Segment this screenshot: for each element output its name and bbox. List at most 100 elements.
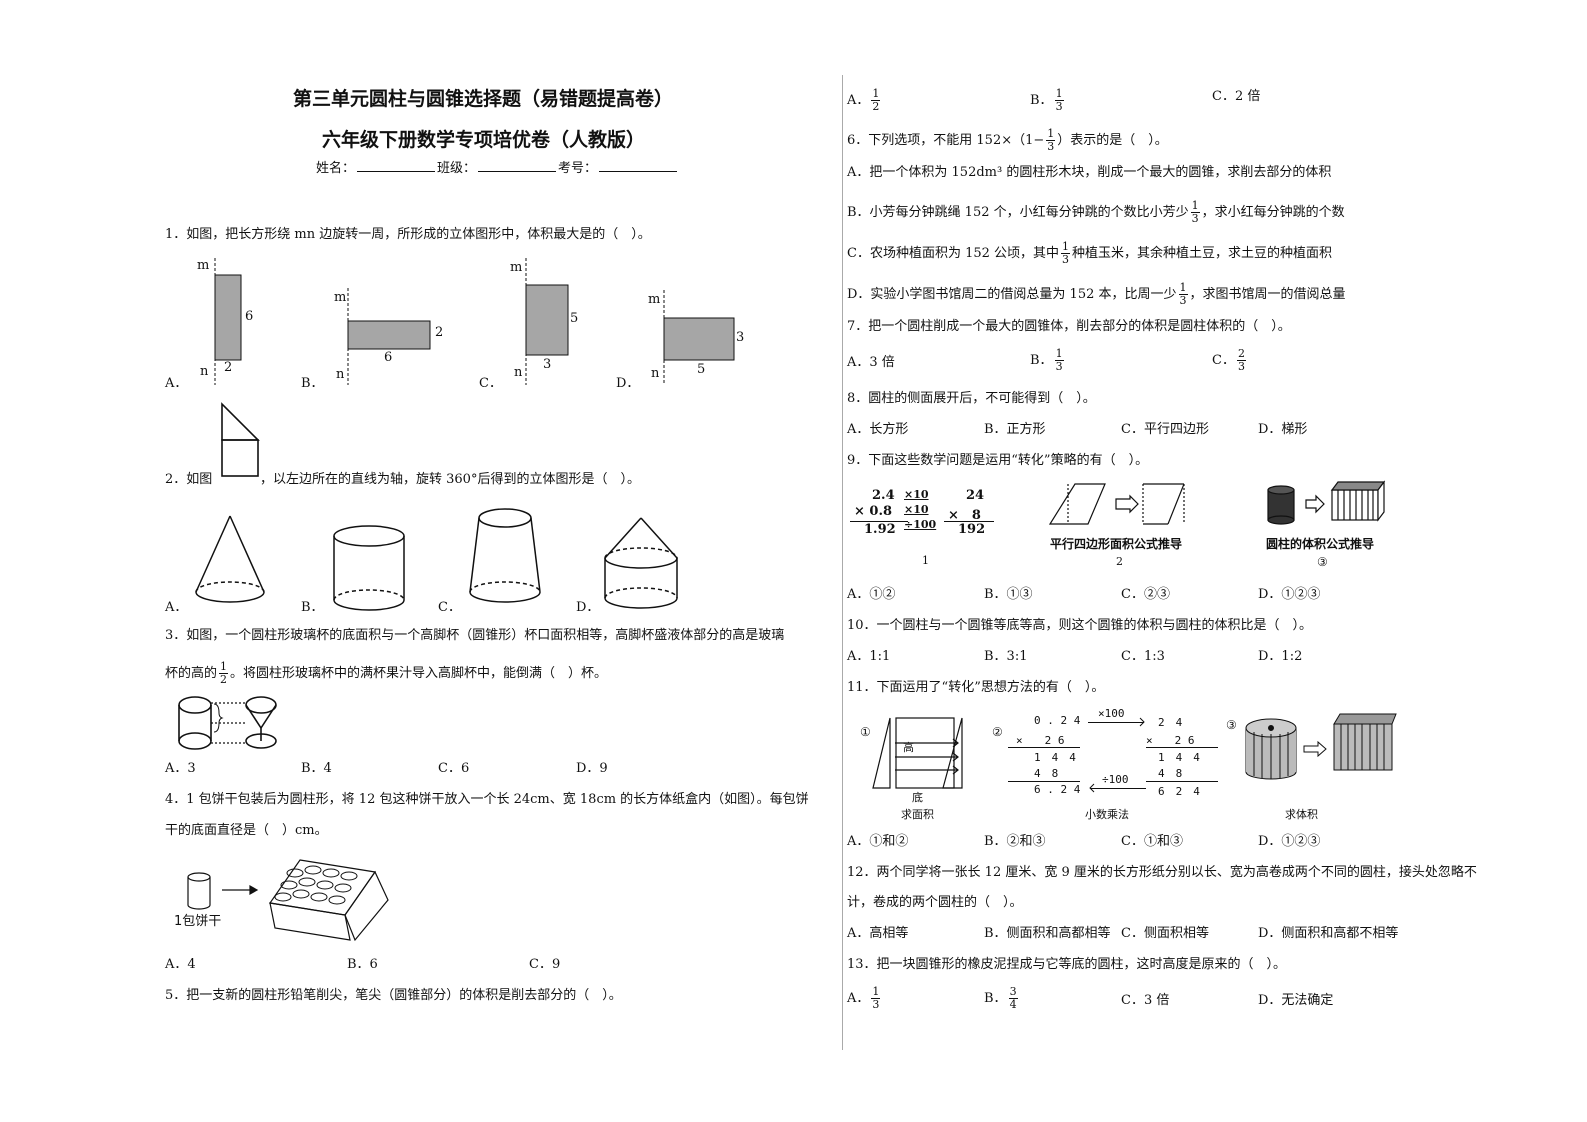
q12-option-b[interactable]: B．侧面积和高都相等 [984,926,1111,941]
q9-figure-1: 2.4 × 0.8 1.92 ×10 ×10 ÷100 24 × 8 192 1 [848,488,998,568]
q3-option-d[interactable]: D．9 [576,761,608,776]
numerator: 1 [871,985,881,999]
q1-stem: 1．如图，把长方形绕 mn 边旋转一周，所形成的立体图形中，体积最大是的（ ）。 [165,227,651,242]
q13-option-d[interactable]: D．无法确定 [1258,993,1334,1008]
q2-shape-figure [221,402,260,477]
calc-op: ×100 [1098,707,1125,720]
dim-label: 3 [736,330,745,345]
denominator: 3 [1237,360,1245,373]
q11-figure-1-parallelogram [872,717,963,789]
q3-option-a[interactable]: A．3 [165,761,196,776]
figure-mark: ③ [1226,718,1237,732]
q3-text: 。将圆柱形玻璃杯中的满杯果汁导入高脚杯中，能倒满（ ）杯。 [230,666,608,681]
figure-mark: ② [992,725,1003,739]
q1-option-b[interactable]: B． [301,376,324,391]
calc-op: ÷100 [904,518,937,531]
q9-option-a[interactable]: A．①② [847,587,896,602]
name-field[interactable] [357,159,436,172]
q8-option-b[interactable]: B．正方形 [984,422,1046,437]
calc-operand: 24 [966,488,985,503]
numerator: 2 [1236,347,1246,361]
q4-stem-line1: 4．1 包饼干包装后为圆柱形，将 12 包这种饼干放入一个长 24cm、宽 18… [165,792,809,807]
q6-option-a[interactable]: A．把一个体积为 152dm³ 的圆柱形木块，削成一个最大的圆锥，求削去部分的体… [847,165,1332,180]
q1-option-a[interactable]: A． [165,376,188,391]
q4-option-b[interactable]: B．6 [347,957,378,972]
q11-option-c[interactable]: C．①和③ [1121,834,1183,849]
q5-option-c[interactable]: C．2 倍 [1212,89,1261,104]
calc-row: 1 4 4 [1158,751,1200,764]
q1-option-d[interactable]: D． [616,376,640,391]
q2-solid-figures [195,508,678,611]
q4-option-c[interactable]: C．9 [529,957,561,972]
q10-option-c[interactable]: C．1:3 [1121,649,1165,664]
q2-stem-a: 2．如图 [165,472,213,487]
q7-stem: 7．把一个圆柱削成一个最大的圆锥体，削去部分的体积是圆柱体积的（ ）。 [847,319,1291,334]
denominator: 3 [1055,100,1063,113]
figure-number: 2 [1116,555,1123,568]
q13-option-c[interactable]: C．3 倍 [1121,993,1170,1008]
q10-option-d[interactable]: D．1:2 [1258,649,1303,664]
q11-option-a[interactable]: A．①和② [847,834,909,849]
calc-row: 4 8 [1034,767,1059,780]
class-field[interactable] [478,159,557,172]
q11-option-b[interactable]: B．②和③ [984,834,1046,849]
q10-option-b[interactable]: B．3:1 [984,649,1028,664]
calc-row: 0 . 2 4 [1034,714,1081,727]
numerator: 1 [219,660,229,674]
denominator: 4 [1009,998,1017,1011]
q7-option-a[interactable]: A．3 倍 [847,355,895,370]
q4-option-a[interactable]: A．4 [165,957,196,972]
q11-arrows [1089,717,1145,793]
q11-figure-1-caption: 求面积 [901,808,934,821]
q2-option-d[interactable]: D． [576,600,600,615]
q2-option-a[interactable]: A． [165,600,188,615]
q8-option-a[interactable]: A．长方形 [847,422,909,437]
axis-label-m: m [334,290,347,305]
q9-option-b[interactable]: B．①③ [984,587,1033,602]
q9-figure-3-cylinder [1267,480,1386,525]
q5-stem: 5．把一支新的圆柱形铅笔削尖，笔尖（圆锥部分）的体积是削去部分的（ ）。 [165,988,622,1003]
q4-biscuit-box-figure [187,859,389,942]
page-title: 第三单元圆柱与圆锥选择题（易错题提高卷） [293,88,674,110]
q12-option-d[interactable]: D．侧面积和高都不相等 [1258,926,1399,941]
q8-option-d[interactable]: D．梯形 [1258,422,1308,437]
q8-option-c[interactable]: C．平行四边形 [1121,422,1209,437]
denominator: 2 [872,100,880,113]
base-label: 底 [912,791,923,804]
q11-figure-2-calc: 0 . 2 4 × 2 6 1 4 4 4 8 6 . 2 4 ×100 ÷10… [1008,707,1228,802]
calc-row: × 2 6 [1146,734,1195,747]
q12-option-c[interactable]: C．侧面积相等 [1121,926,1209,941]
dim-label: 3 [543,357,552,372]
option-label: B． [1030,353,1053,368]
q12-option-a[interactable]: A．高相等 [847,926,909,941]
q9-option-c[interactable]: C．②③ [1121,587,1170,602]
id-label: 考号： [558,161,598,176]
axis-label-m: m [197,258,210,273]
numerator: 1 [1054,87,1064,101]
q3-option-c[interactable]: C．6 [438,761,470,776]
q2-option-b[interactable]: B． [301,600,324,615]
axis-label-n: n [651,366,660,381]
id-field[interactable] [599,159,678,172]
q2-option-c[interactable]: C． [438,600,461,615]
denominator: 3 [1055,360,1063,373]
q11-option-d[interactable]: D．①②③ [1258,834,1321,849]
q3-option-b[interactable]: B．4 [301,761,332,776]
page-subtitle: 六年级下册数学专项培优卷（人教版） [322,129,646,151]
q1-option-c[interactable]: C． [479,376,502,391]
q9-figure-2-parallelogram [1048,483,1185,525]
q10-option-a[interactable]: A．1:1 [847,649,891,664]
axis-label-n: n [336,367,345,382]
q6-text: 6．下列选项，不能用 152×（1− [847,133,1045,148]
q9-option-d[interactable]: D．①②③ [1258,587,1321,602]
